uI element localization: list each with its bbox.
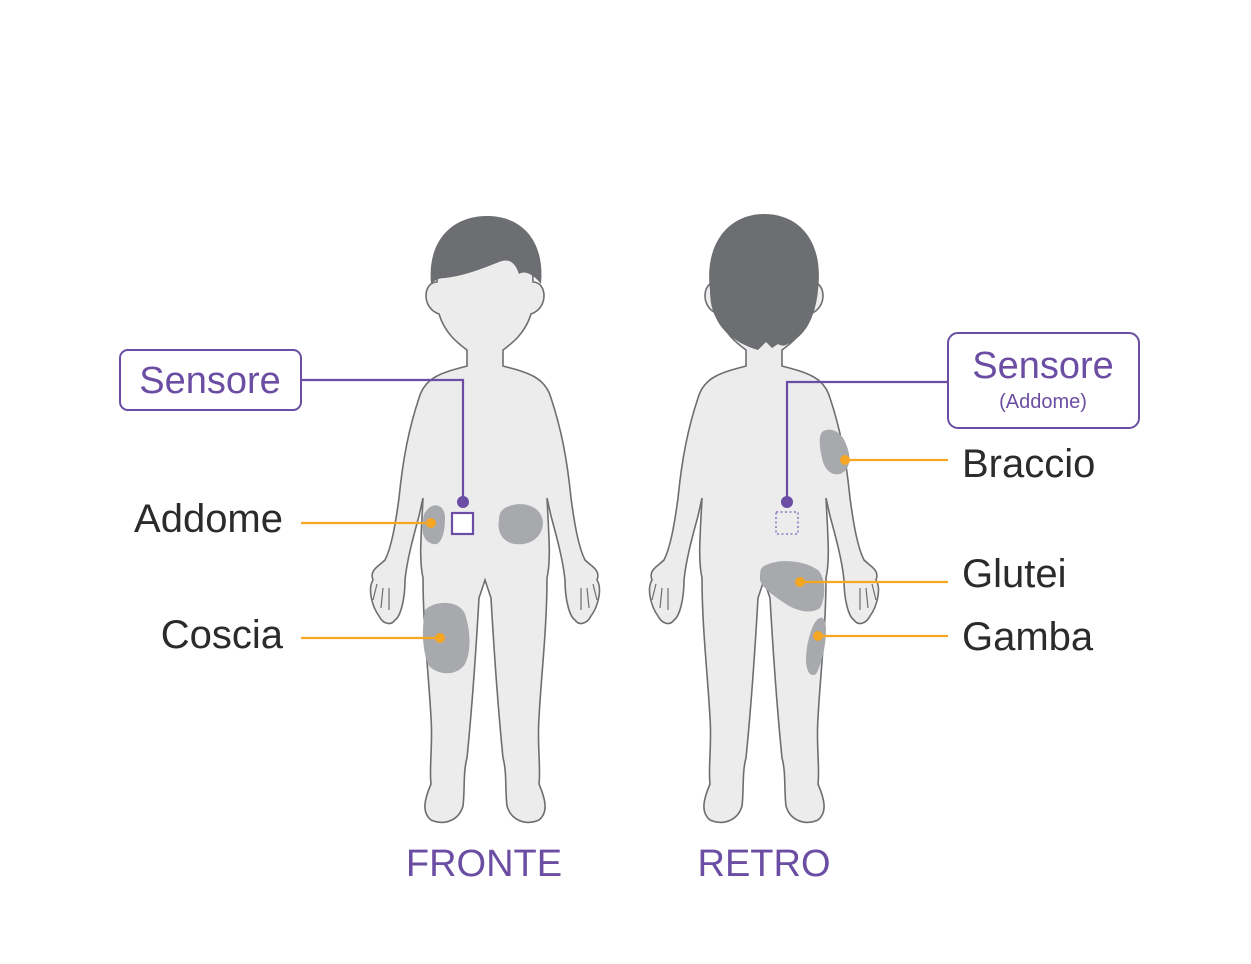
zone-leaders <box>301 455 948 643</box>
leader-glutei-dot <box>795 577 805 587</box>
zone-label-braccio: Braccio <box>962 442 1095 486</box>
leader-braccio-dot <box>840 455 850 465</box>
leader-gamba-dot <box>813 631 823 641</box>
front-zone-addome-right <box>498 504 543 545</box>
back-sensor-square-dotted <box>775 511 799 535</box>
back-sensor-dot <box>781 496 793 508</box>
front-hand-details <box>372 583 598 610</box>
front-sensor-label: Sensore <box>139 360 281 402</box>
back-zone-glutei <box>760 561 825 612</box>
view-label-front: FRONTE <box>406 843 562 885</box>
back-sensor-leader <box>785 380 948 502</box>
front-sensor-square <box>450 511 475 536</box>
front-hair <box>430 216 542 284</box>
front-sensor-leader <box>301 378 465 502</box>
front-body-silhouette <box>369 217 601 824</box>
front-zone-coscia <box>422 602 470 674</box>
back-sensor-sublabel: (Addome) <box>999 391 1087 413</box>
back-sensor-label-box <box>947 332 1140 429</box>
front-figure <box>369 216 601 824</box>
zone-label-gamba: Gamba <box>962 615 1094 659</box>
zone-label-addome: Addome <box>134 497 283 541</box>
leader-addome-dot <box>426 518 436 528</box>
back-sensor-label: Sensore <box>972 345 1114 387</box>
zone-label-coscia: Coscia <box>161 613 284 657</box>
leader-coscia-dot <box>435 633 445 643</box>
back-figure <box>648 214 880 824</box>
back-sensor-callout: Sensore (Addome) <box>775 332 1140 535</box>
front-sensor-callout: Sensore <box>119 349 475 536</box>
front-sensor-dot <box>457 496 469 508</box>
zone-label-glutei: Glutei <box>962 552 1067 596</box>
back-hair <box>709 214 819 350</box>
back-hand-details <box>651 583 877 610</box>
view-label-back: RETRO <box>698 843 831 885</box>
